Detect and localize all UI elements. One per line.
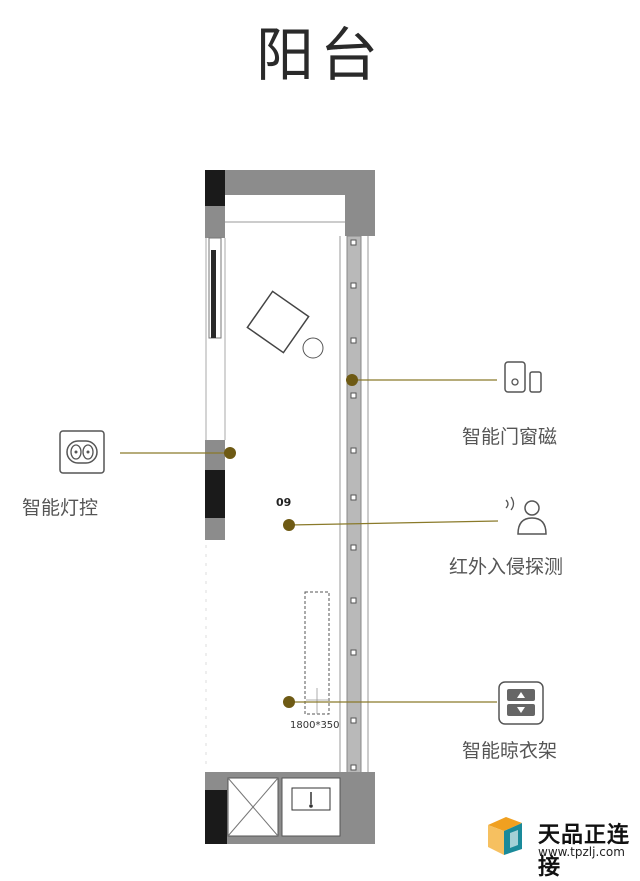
rail-marker xyxy=(350,282,357,289)
label-light-control: 智能灯控 xyxy=(22,497,99,519)
dimension-label: 1800*350 xyxy=(290,720,340,731)
tilted-table xyxy=(246,290,310,354)
clothes-rack-control-icon xyxy=(498,681,544,725)
round-stool xyxy=(302,337,324,359)
callout-line-ir-detection xyxy=(288,520,499,526)
rail-markers xyxy=(350,239,357,771)
dot-door-sensor xyxy=(346,374,358,386)
watermark-url: www.tpzlj.com xyxy=(538,845,625,859)
rail-marker xyxy=(350,544,357,551)
label-door-sensor: 智能门窗磁 xyxy=(462,426,558,448)
top-right-column xyxy=(345,170,375,236)
rail-marker xyxy=(350,597,357,604)
rail-marker xyxy=(350,649,357,656)
brand-logo-icon xyxy=(488,817,522,855)
rail-marker xyxy=(350,494,357,501)
left-column-top-dark xyxy=(205,170,225,206)
rail-marker xyxy=(350,447,357,454)
callout-lines xyxy=(120,379,499,703)
rail-marker xyxy=(350,717,357,724)
rail-marker xyxy=(350,392,357,399)
left-window-pane xyxy=(211,250,216,338)
dot-ir-detection xyxy=(283,519,295,531)
dot-clothes-rack xyxy=(283,696,295,708)
washer-cross-b xyxy=(227,777,279,837)
bottom-left-dark xyxy=(205,790,227,844)
rail-marker xyxy=(350,764,357,771)
door-sensor-icon xyxy=(504,361,542,393)
rail-marker xyxy=(350,337,357,344)
label-ir-detection: 红外入侵探测 xyxy=(449,556,564,578)
sink-drain xyxy=(309,804,313,808)
label-clothes-rack: 智能晾衣架 xyxy=(462,740,558,762)
rail-marker xyxy=(350,239,357,246)
left-column-middle-dark xyxy=(205,470,225,518)
right-window-rail xyxy=(346,235,362,777)
light-switch-icon xyxy=(59,430,105,474)
page-title: 阳台 xyxy=(255,21,384,89)
callout-dots xyxy=(224,374,358,708)
marker-number: 09 xyxy=(276,496,292,509)
dot-light-control xyxy=(224,447,236,459)
ir-sensor-person-icon xyxy=(505,496,547,535)
